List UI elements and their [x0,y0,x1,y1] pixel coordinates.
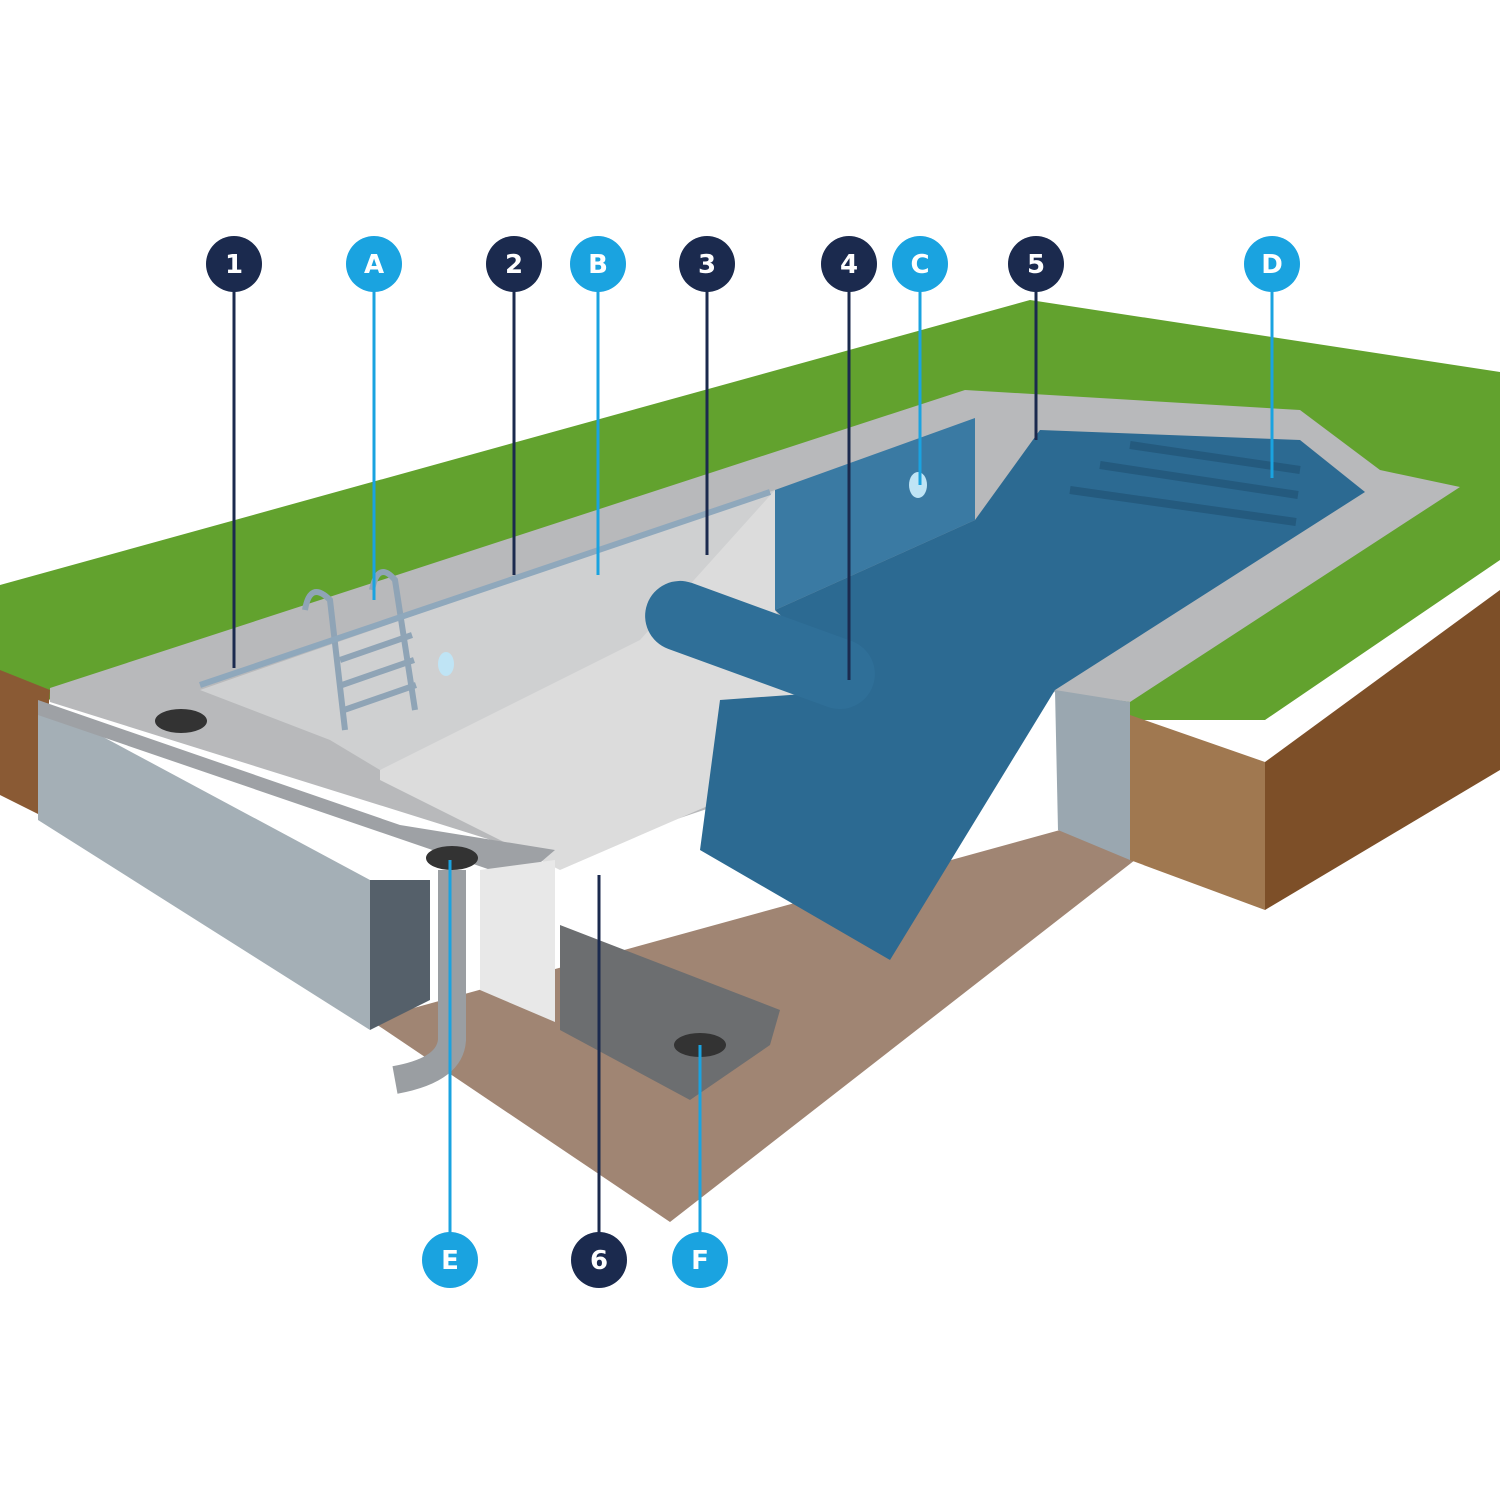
callout-label: 4 [840,250,858,280]
ladder [302,569,418,731]
right-soil-side [1265,590,1500,910]
callout-e: E [422,860,478,1288]
callout-badge [571,1232,627,1288]
water-wall [775,418,975,610]
callout-label: A [364,250,384,280]
skimmer-icon [426,846,478,870]
callout-markers: 1 A 2 B 3 4 C 5 D E 6 F [206,236,1300,1288]
right-pillar [1055,690,1130,860]
callout-3: 3 [679,236,735,555]
callout-a: A [346,236,402,600]
callout-badge [486,236,542,292]
callout-c: C [892,236,948,485]
callout-badge [1244,236,1300,292]
pool-light-icon [438,652,454,676]
callout-label: 1 [225,250,243,280]
callout-1: 1 [206,236,262,668]
callout-badge [892,236,948,292]
callout-badge [206,236,262,292]
front-coping [38,700,555,880]
callout-d: D [1244,236,1300,478]
callout-label: E [441,1246,459,1276]
drain-pipe [392,870,466,1094]
left-soil [0,670,50,815]
callout-label: 2 [505,250,523,280]
callout-2: 2 [486,236,542,575]
callout-4: 4 [821,236,877,680]
callout-label: B [588,250,608,280]
water [700,430,1365,960]
skimmer-icon [155,709,207,733]
callout-badge [422,1232,478,1288]
callout-badge [821,236,877,292]
interior-wall-front [480,860,555,1022]
callout-label: 3 [698,250,716,280]
callout-b: B [570,236,626,575]
right-soil-front [1130,715,1265,910]
callout-label: C [910,250,929,280]
front-wall [38,702,370,1030]
callout-5: 5 [1008,236,1064,440]
callout-label: 6 [590,1246,608,1276]
callout-f: F [672,1045,728,1288]
pool-light-icon [909,472,927,498]
callout-badge [672,1232,728,1288]
callout-label: 5 [1027,250,1045,280]
cover-roller [645,580,875,710]
front-wall-side [370,880,430,1030]
callout-label: D [1261,250,1283,280]
rail-strip [199,489,771,688]
callout-badge [346,236,402,292]
callout-label: F [691,1246,709,1276]
callout-badge [570,236,626,292]
callout-badge [679,236,735,292]
callout-badge [1008,236,1064,292]
cover-pit [560,925,780,1100]
callout-6: 6 [571,875,627,1288]
